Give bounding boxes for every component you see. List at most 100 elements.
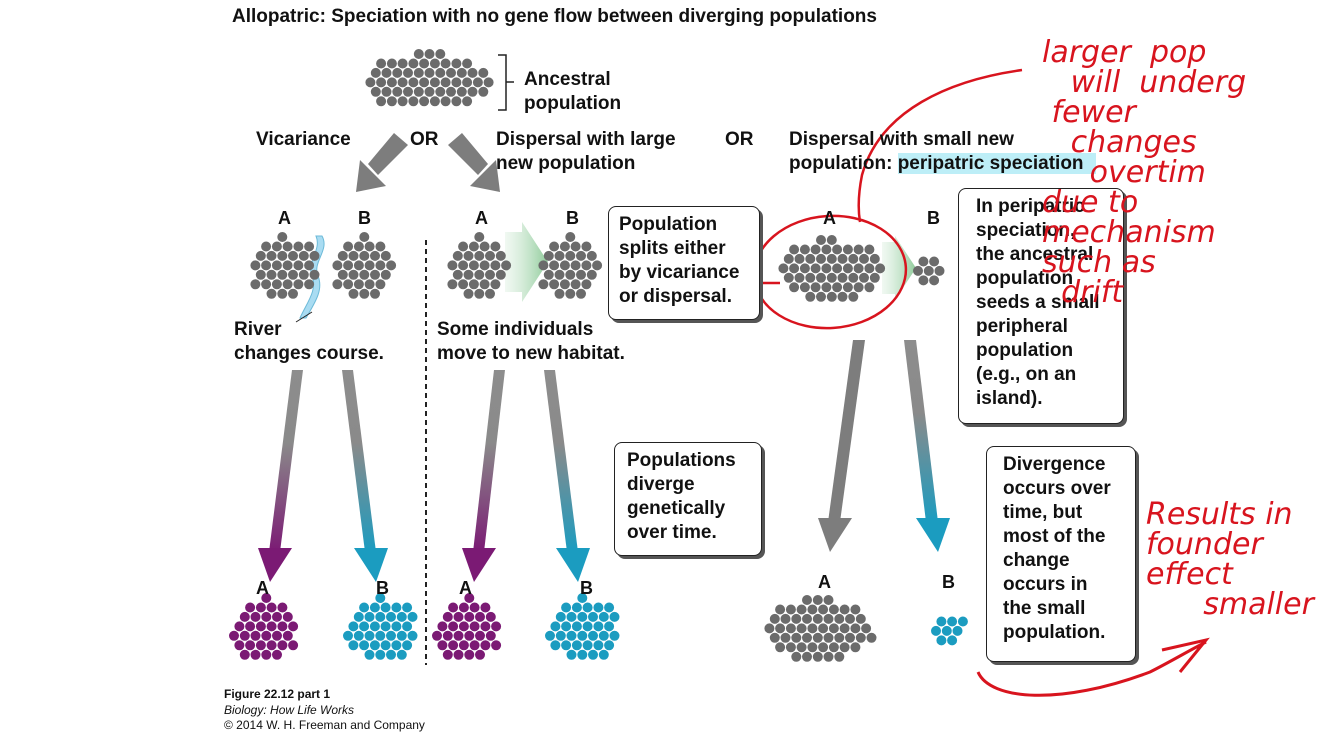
long-arrow-1b [342, 370, 388, 582]
cluster-final-dispersal-a [432, 593, 502, 660]
cluster-peripatric-a-dot [810, 282, 821, 293]
cluster-final-peripatric-a-dot [775, 604, 786, 615]
cluster-peripatric-a-dot [816, 272, 826, 283]
cluster-final-peripatric-a-dot [780, 632, 791, 643]
cluster-peripatric-a-dot [816, 235, 826, 245]
cluster-final-peripatric-a-dot [855, 613, 866, 624]
cluster-final-vicariance-b-dot [375, 593, 386, 603]
ancestral-population-cluster-dot [376, 58, 387, 69]
ancestral-population-cluster-dot [408, 77, 419, 88]
cluster-vicariance-b-dot [359, 269, 370, 280]
cluster-final-vicariance-a-dot [282, 611, 293, 622]
cluster-final-peripatric-a-dot [845, 632, 855, 643]
cluster-final-vicariance-a-dot [239, 649, 250, 660]
cluster-dispersal-large-a-dot [479, 241, 490, 252]
cluster-final-peripatric-a [764, 595, 877, 662]
cluster-vicariance-a-dot [250, 279, 261, 290]
cluster-final-peripatric-a-dot [834, 651, 845, 662]
cluster-peripatric-a-dot [816, 291, 826, 302]
cluster-final-vicariance-a-dot [288, 621, 299, 632]
cluster-final-dispersal-a-dot [491, 621, 502, 632]
cluster-final-vicariance-a-dot [245, 621, 256, 632]
cluster-final-dispersal-a-dot [475, 649, 485, 660]
cluster-peripatric-a-dot [794, 253, 805, 264]
cluster-final-dispersal-a-dot [464, 630, 475, 641]
cluster-final-peripatric-b-dot [947, 635, 958, 646]
cluster-vicariance-b-dot [359, 250, 370, 261]
river-pointer [295, 311, 313, 323]
cluster-final-peripatric-a-dot [839, 604, 850, 615]
cluster-final-dispersal-a-dot [469, 621, 480, 632]
cluster-final-vicariance-b-dot [380, 602, 391, 613]
cluster-final-dispersal-b-dot [582, 621, 593, 632]
ancestral-population-cluster-dot [419, 77, 430, 88]
heading-or-2: OR [725, 129, 754, 150]
cluster-final-peripatric-a-dot [850, 604, 861, 615]
cluster-dispersal-large-a-dot [458, 241, 469, 252]
cluster-final-peripatric-b-dot [941, 625, 952, 636]
cluster-final-vicariance-b-dot [353, 611, 364, 622]
cluster-vicariance-b-dot [343, 260, 354, 271]
long-arrow-2b [544, 370, 590, 582]
ancestral-population-cluster-dot [456, 67, 467, 78]
cluster-final-dispersal-a-dot [485, 630, 496, 641]
ancestral-population-cluster-dot [376, 96, 387, 107]
cluster-final-peripatric-a-dot [775, 623, 786, 634]
cluster-final-peripatric-a-dot [791, 651, 802, 662]
cluster-peripatric-a-dot [837, 253, 848, 264]
cluster-final-vicariance-a-dot [261, 593, 272, 603]
green-arrow-1 [505, 222, 548, 302]
cluster-final-vicariance-a-dot [261, 630, 272, 641]
cluster-final-dispersal-b-dot [545, 630, 555, 641]
cluster-final-dispersal-b-dot [609, 630, 620, 641]
cluster-peripatric-b-dot [918, 256, 929, 267]
cluster-final-dispersal-a-dot [480, 640, 491, 651]
cluster-final-vicariance-b-dot [386, 649, 396, 660]
cluster-vicariance-b-dot [353, 279, 364, 290]
cluster-vicariance-b-dot [364, 279, 375, 290]
cluster-peripatric-a-dot [864, 263, 875, 274]
cluster-final-dispersal-a-dot [469, 602, 480, 613]
cluster-peripatric-a-dot [805, 253, 816, 264]
cluster-vicariance-a-dot [282, 260, 293, 271]
arrow-vicariance [356, 133, 408, 192]
cluster-dispersal-large-b-dot [543, 250, 554, 261]
ancestral-population-cluster-dot [392, 67, 403, 78]
cluster-final-peripatric-b-dot [947, 616, 958, 627]
caption-figure: Figure 22.12 part 1 [224, 687, 331, 701]
cluster-peripatric-a-dot [821, 244, 832, 255]
cluster-final-peripatric-a-dot [796, 642, 807, 653]
cluster-final-peripatric-b-dot [936, 635, 947, 646]
cluster-vicariance-b-dot [364, 241, 375, 252]
handwritten-note-founder-effect: Results in founder effect smaller [1146, 497, 1314, 622]
ancestral-population-cluster-dot [386, 77, 397, 88]
cluster-final-dispersal-b-dot [561, 602, 572, 613]
box-diverge-text: Populations diverge genetically over tim… [627, 450, 736, 543]
cluster-vicariance-a-dot [250, 260, 261, 271]
box-divergence: Divergence occurs over time, but most of… [986, 446, 1136, 662]
cluster-vicariance-b-dot [364, 260, 375, 271]
letter-a-bottom-1: A [256, 578, 269, 598]
ancestral-population-cluster-dot [403, 67, 413, 78]
ancestral-population-cluster-dot [462, 58, 473, 69]
cluster-peripatric-a-dot [837, 272, 848, 283]
cluster-vicariance-b-dot [353, 260, 364, 271]
cluster-vicariance-a-dot [304, 279, 315, 290]
cluster-final-vicariance-a-dot [250, 649, 261, 660]
cluster-dispersal-large-a-dot [468, 279, 479, 290]
cluster-vicariance-a-dot [266, 288, 277, 299]
cluster-peripatric-a-dot [778, 263, 789, 274]
cluster-peripatric-b-dot [913, 265, 923, 276]
cluster-peripatric-a-dot [864, 282, 875, 293]
cluster-final-dispersal-b-dot [582, 602, 593, 613]
cluster-dispersal-large-a-dot [458, 260, 469, 271]
letter-a-2: A [475, 208, 488, 228]
cluster-final-peripatric-b-dot [931, 625, 941, 636]
cluster-dispersal-large-b-dot [543, 269, 554, 280]
cluster-final-peripatric-a-dot [818, 642, 829, 653]
letter-b-bottom-3: B [942, 572, 955, 592]
cluster-final-dispersal-a-dot [469, 640, 480, 651]
cluster-final-dispersal-b-dot [593, 602, 604, 613]
letter-a-bottom-3: A [818, 572, 831, 592]
